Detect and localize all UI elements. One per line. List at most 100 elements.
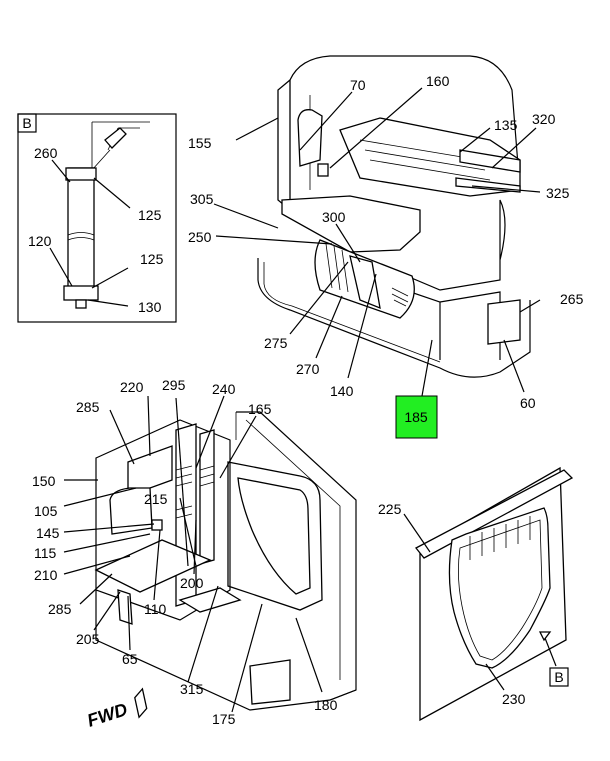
view-arrow-shaft [544, 637, 557, 667]
callout-265: 265 [560, 291, 584, 307]
leader-250 [215, 235, 333, 245]
leader-175 [231, 603, 263, 713]
fwd-orientation-marker: FWD [85, 687, 148, 731]
leader-260 [51, 159, 71, 183]
callout-215: 215 [144, 491, 168, 507]
leader-200 [193, 519, 197, 575]
leader-305 [213, 203, 279, 229]
leader-215 [179, 497, 197, 567]
trim-strip [459, 149, 521, 173]
callout-200: 200 [180, 575, 204, 591]
leader-270 [315, 295, 343, 359]
base-tray-inner [263, 262, 441, 363]
leader-205 [93, 591, 121, 631]
detail-tag-label: B [22, 115, 31, 131]
lower-shelf [94, 539, 212, 593]
detail-tag-box [17, 113, 37, 133]
lower-right-panel: 225 230 B [378, 466, 574, 722]
callout-320: 320 [532, 111, 556, 127]
latch-bracket [297, 109, 323, 167]
side-cover-plate [487, 299, 521, 345]
callout-110: 110 [144, 601, 167, 617]
bottom-nipple [75, 299, 87, 309]
callout-125b: 125 [140, 251, 164, 267]
upper-bin [127, 445, 173, 497]
heater-grille-right [391, 287, 409, 307]
callout-285b: 285 [48, 601, 72, 617]
leader-120 [49, 247, 73, 287]
leader-185 [421, 339, 433, 397]
heater-grille-left [325, 243, 349, 293]
callout-230: 230 [502, 691, 526, 707]
leader-285b [79, 573, 113, 605]
leader-165 [219, 415, 257, 479]
detail-b-view: B 260 125 120 125 130 [17, 113, 177, 323]
latch-clip [317, 163, 329, 177]
leader-180 [295, 617, 323, 693]
side-wall-panel [277, 78, 291, 212]
mattress-inner [458, 519, 543, 661]
detail-frame [17, 113, 177, 323]
callout-155: 155 [188, 135, 212, 151]
mattress-straps [469, 516, 531, 560]
callout-305: 305 [190, 191, 214, 207]
view-tag-box [549, 667, 569, 687]
leader-315 [187, 585, 219, 683]
rear-wall-outline [289, 55, 521, 191]
view-arrow-icon [538, 631, 552, 642]
floor-mat [178, 587, 242, 613]
leader-130 [87, 299, 129, 307]
callout-145: 145 [36, 525, 60, 541]
base-tray-outline [257, 258, 531, 378]
leader-110 [153, 529, 161, 601]
leader-325 [471, 185, 541, 193]
callout-165: 165 [248, 401, 272, 417]
callout-60: 60 [520, 395, 536, 411]
callout-185: 185 [404, 409, 428, 425]
leader-70 [299, 91, 353, 151]
callout-175: 175 [212, 711, 236, 727]
leader-210 [63, 555, 131, 575]
lower-assembly: 220 295 240 285 165 150 215 105 145 115 … [32, 377, 357, 731]
callout-160: 160 [426, 73, 450, 89]
leader-300 [335, 223, 361, 263]
door-window [237, 477, 311, 595]
console-top [339, 117, 521, 197]
callout-295: 295 [162, 377, 186, 393]
heater-band [349, 255, 381, 310]
vent-strip [199, 429, 215, 565]
callout-270: 270 [296, 361, 320, 377]
callout-220: 220 [120, 379, 144, 395]
mattress-outline [448, 507, 551, 669]
vent-louvers-left [175, 465, 193, 519]
leader-125b [91, 267, 129, 289]
callout-130: 130 [138, 299, 162, 315]
tube-break-lines [67, 232, 95, 241]
vent-louvers-right [199, 465, 215, 487]
view-tag-label: B [554, 669, 563, 685]
leader-155 [235, 117, 279, 141]
leader-275 [289, 261, 349, 335]
hose-bracket [91, 121, 150, 171]
callout-70: 70 [350, 77, 366, 93]
cup-holder [109, 487, 153, 535]
callout-315: 315 [180, 681, 204, 697]
leader-115 [63, 533, 151, 553]
floor-outline [95, 590, 357, 711]
callout-180: 180 [314, 697, 338, 713]
leader-240 [195, 395, 225, 469]
callout-260: 260 [34, 145, 58, 161]
callout-65: 65 [122, 651, 138, 667]
valve-fitting [104, 127, 127, 149]
leader-230 [485, 663, 505, 691]
callout-205: 205 [76, 631, 100, 647]
leader-225 [403, 513, 431, 553]
callout-325: 325 [546, 185, 570, 201]
lid-panel [281, 195, 421, 253]
leader-160 [329, 87, 423, 169]
leader-220 [147, 395, 151, 457]
leader-60 [503, 339, 525, 393]
callout-135: 135 [494, 117, 518, 133]
leader-65 [127, 595, 131, 651]
